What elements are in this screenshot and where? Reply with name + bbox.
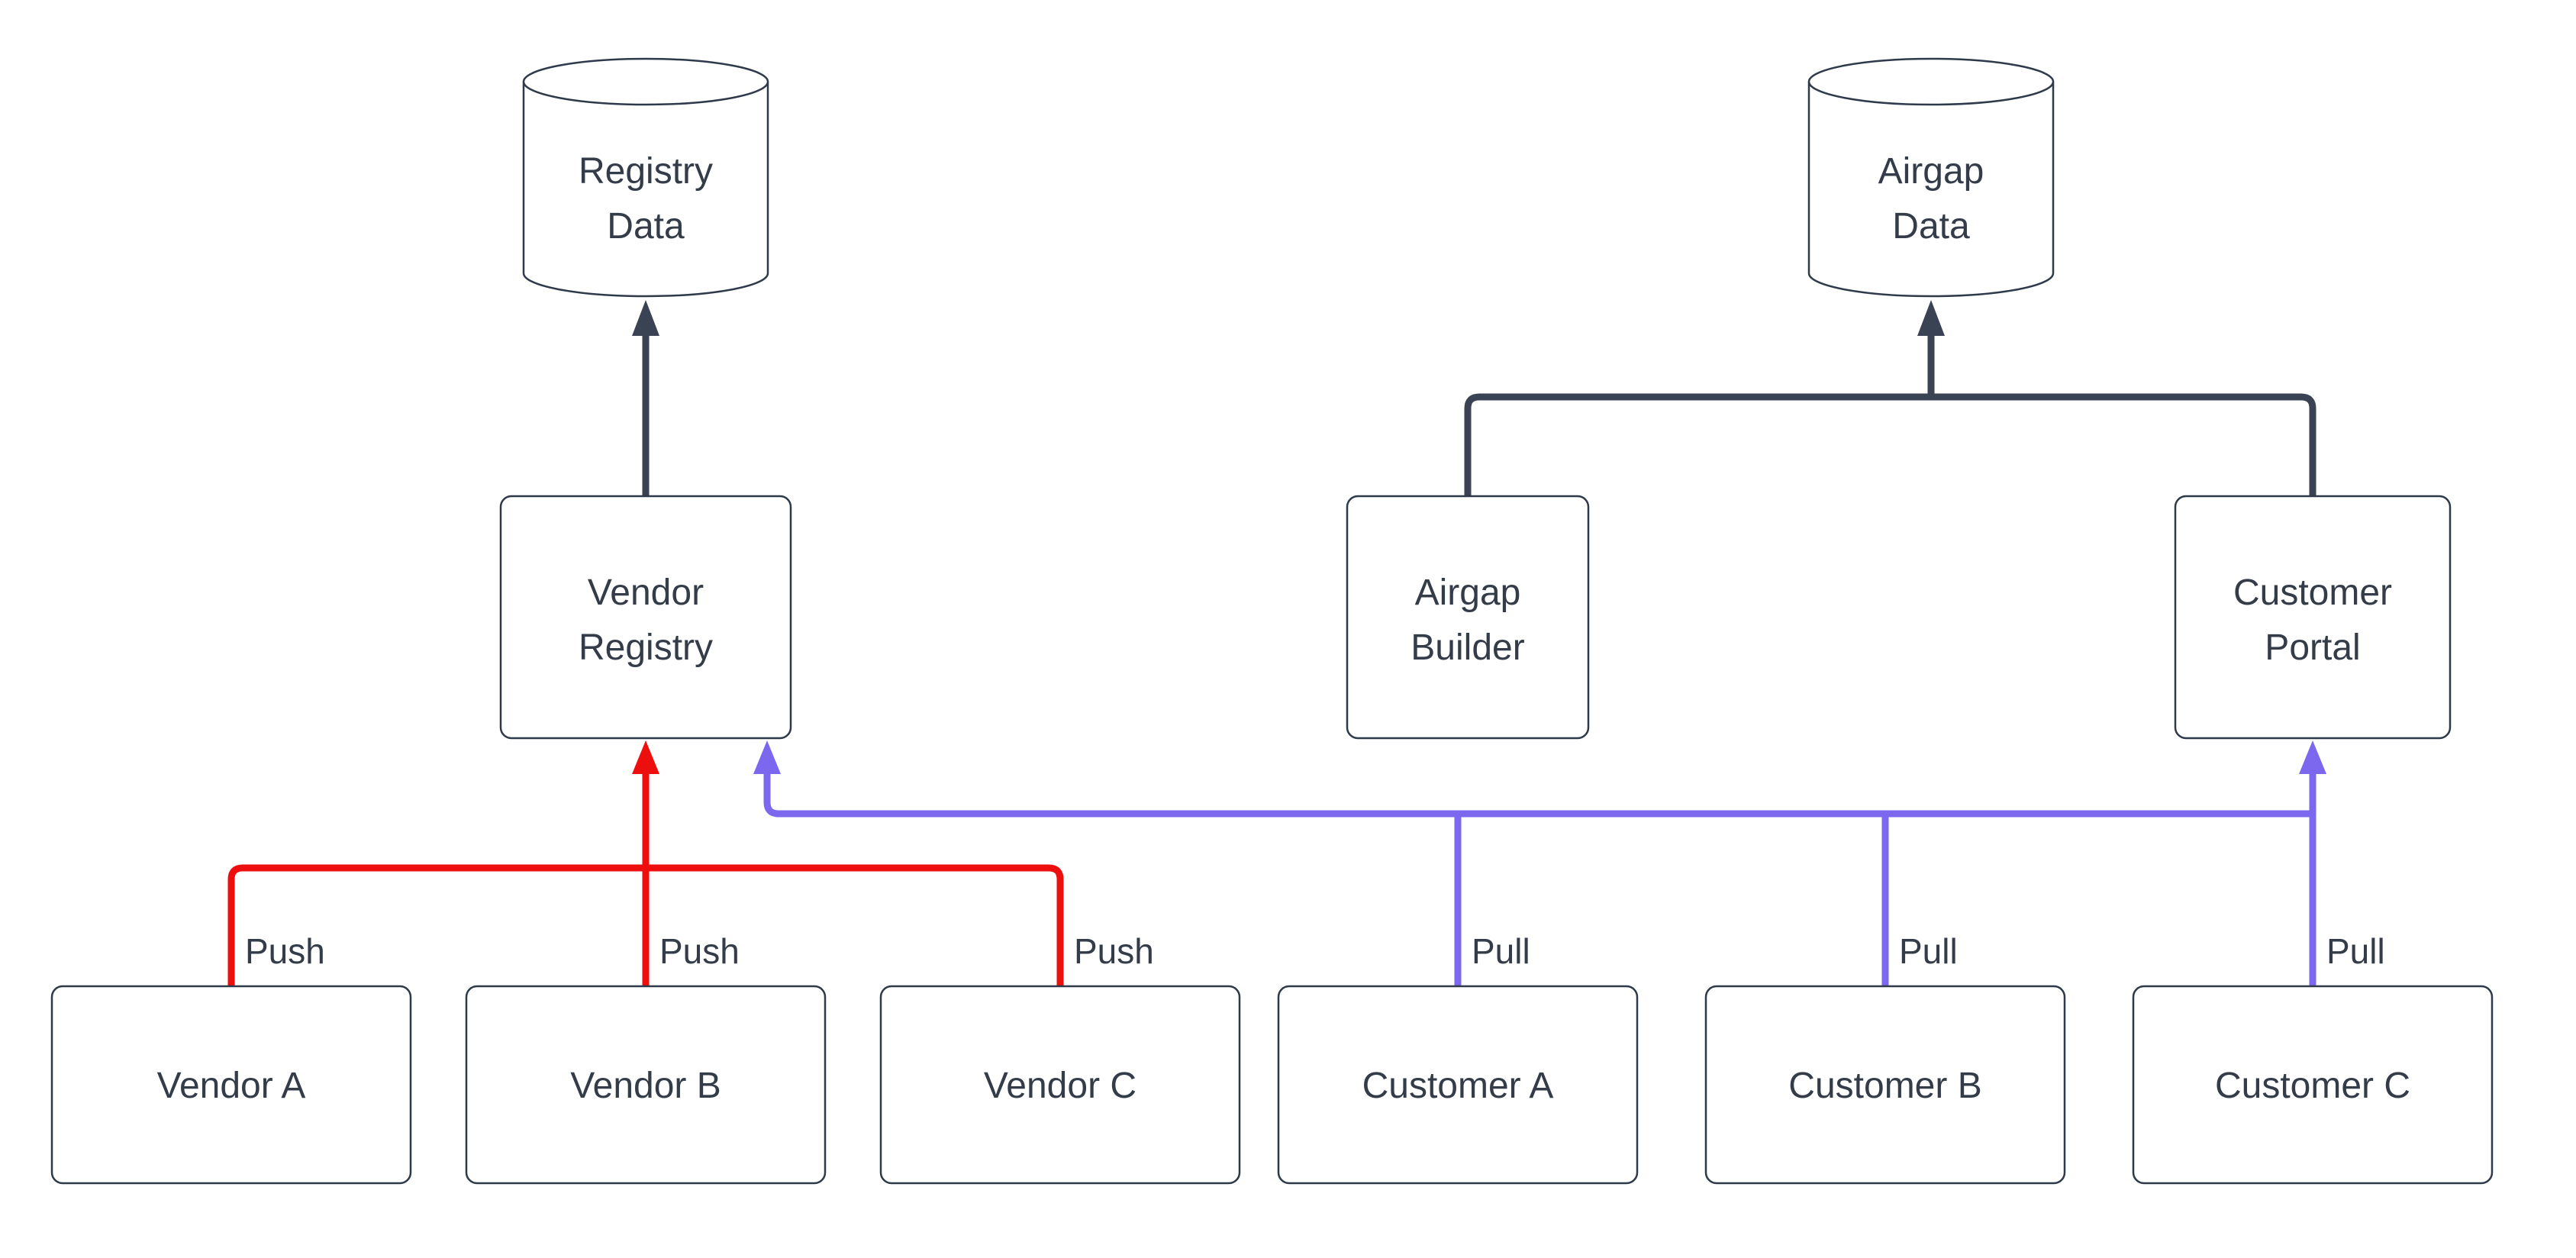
airgap-builder-label-line2: Builder (1411, 627, 1524, 668)
vendor-c-label: Vendor C (984, 1066, 1136, 1106)
customer-portal-label-line2: Portal (2265, 627, 2360, 668)
airgap-builder-node: Airgap Builder (1346, 495, 1590, 740)
customer-portal-label-line1: Customer (2233, 573, 2392, 613)
vendor-b-node: Vendor B (465, 985, 827, 1185)
registry-data-cylinder-top (522, 57, 769, 106)
pull-label-customer-b: Pull (1899, 931, 1958, 971)
vendor-a-label: Vendor A (157, 1066, 306, 1106)
customer-c-node: Customer C (2132, 985, 2494, 1185)
vendor-b-label: Vendor B (570, 1066, 721, 1106)
registry-data-cylinder-body (522, 82, 769, 298)
arrowhead-vendor-registry-push (632, 740, 659, 774)
airgap-data-label-line2: Data (1892, 206, 1970, 247)
pull-label-customer-c: Pull (2326, 931, 2385, 971)
customer-b-label: Customer B (1788, 1066, 1981, 1106)
arrowhead-registry-data (632, 300, 659, 336)
dark-connectors (632, 300, 2316, 496)
airgap-data-store: Airgap Data (1807, 57, 2055, 298)
push-label-vendor-a: Push (245, 931, 325, 971)
airgap-data-cylinder-top (1807, 57, 2055, 106)
customer-b-node: Customer B (1704, 985, 2066, 1185)
vendor-b-box (465, 985, 827, 1185)
airgap-builder-box (1346, 495, 1590, 740)
edge-customer-portal-to-junction (1931, 393, 2316, 496)
airgap-data-label-line1: Airgap (1878, 151, 1984, 192)
customer-a-label: Customer A (1362, 1066, 1554, 1106)
arrowhead-airgap-data (1917, 300, 1945, 336)
edge-labels: Push Push Push Pull Pull Pull (245, 931, 2385, 971)
vendor-a-node: Vendor A (50, 985, 412, 1185)
customer-a-node: Customer A (1277, 985, 1639, 1185)
customer-c-box (2132, 985, 2494, 1185)
vendor-c-node: Vendor C (879, 985, 1241, 1185)
pull-bus (763, 771, 2313, 818)
registry-data-label-line1: Registry (579, 151, 713, 192)
push-connectors (227, 740, 1064, 986)
vendor-registry-node: Vendor Registry (499, 495, 792, 740)
customer-portal-node: Customer Portal (2174, 495, 2452, 740)
arrowhead-customer-portal-pull (2299, 740, 2326, 774)
customer-portal-box (2174, 495, 2452, 740)
edge-airgap-builder-to-junction (1464, 393, 1931, 496)
registry-data-store: Registry Data (522, 57, 769, 298)
airgap-data-cylinder-body (1807, 82, 2055, 298)
customer-c-label: Customer C (2215, 1066, 2410, 1106)
vendor-registry-label-line2: Registry (579, 627, 713, 668)
push-label-vendor-c: Push (1074, 931, 1154, 971)
vendor-c-box (879, 985, 1241, 1185)
customer-a-box (1277, 985, 1639, 1185)
push-label-vendor-b: Push (659, 931, 740, 971)
customer-b-box (1704, 985, 2066, 1185)
pull-connectors (753, 740, 2326, 986)
registry-data-label-line2: Data (607, 206, 685, 247)
airgap-builder-label-line1: Airgap (1415, 573, 1521, 613)
vendor-registry-label-line1: Vendor (588, 573, 704, 613)
arrowhead-vendor-registry-pull (753, 740, 781, 774)
vendor-a-box (50, 985, 412, 1185)
vendor-registry-box (499, 495, 792, 740)
pull-label-customer-a: Pull (1472, 931, 1530, 971)
